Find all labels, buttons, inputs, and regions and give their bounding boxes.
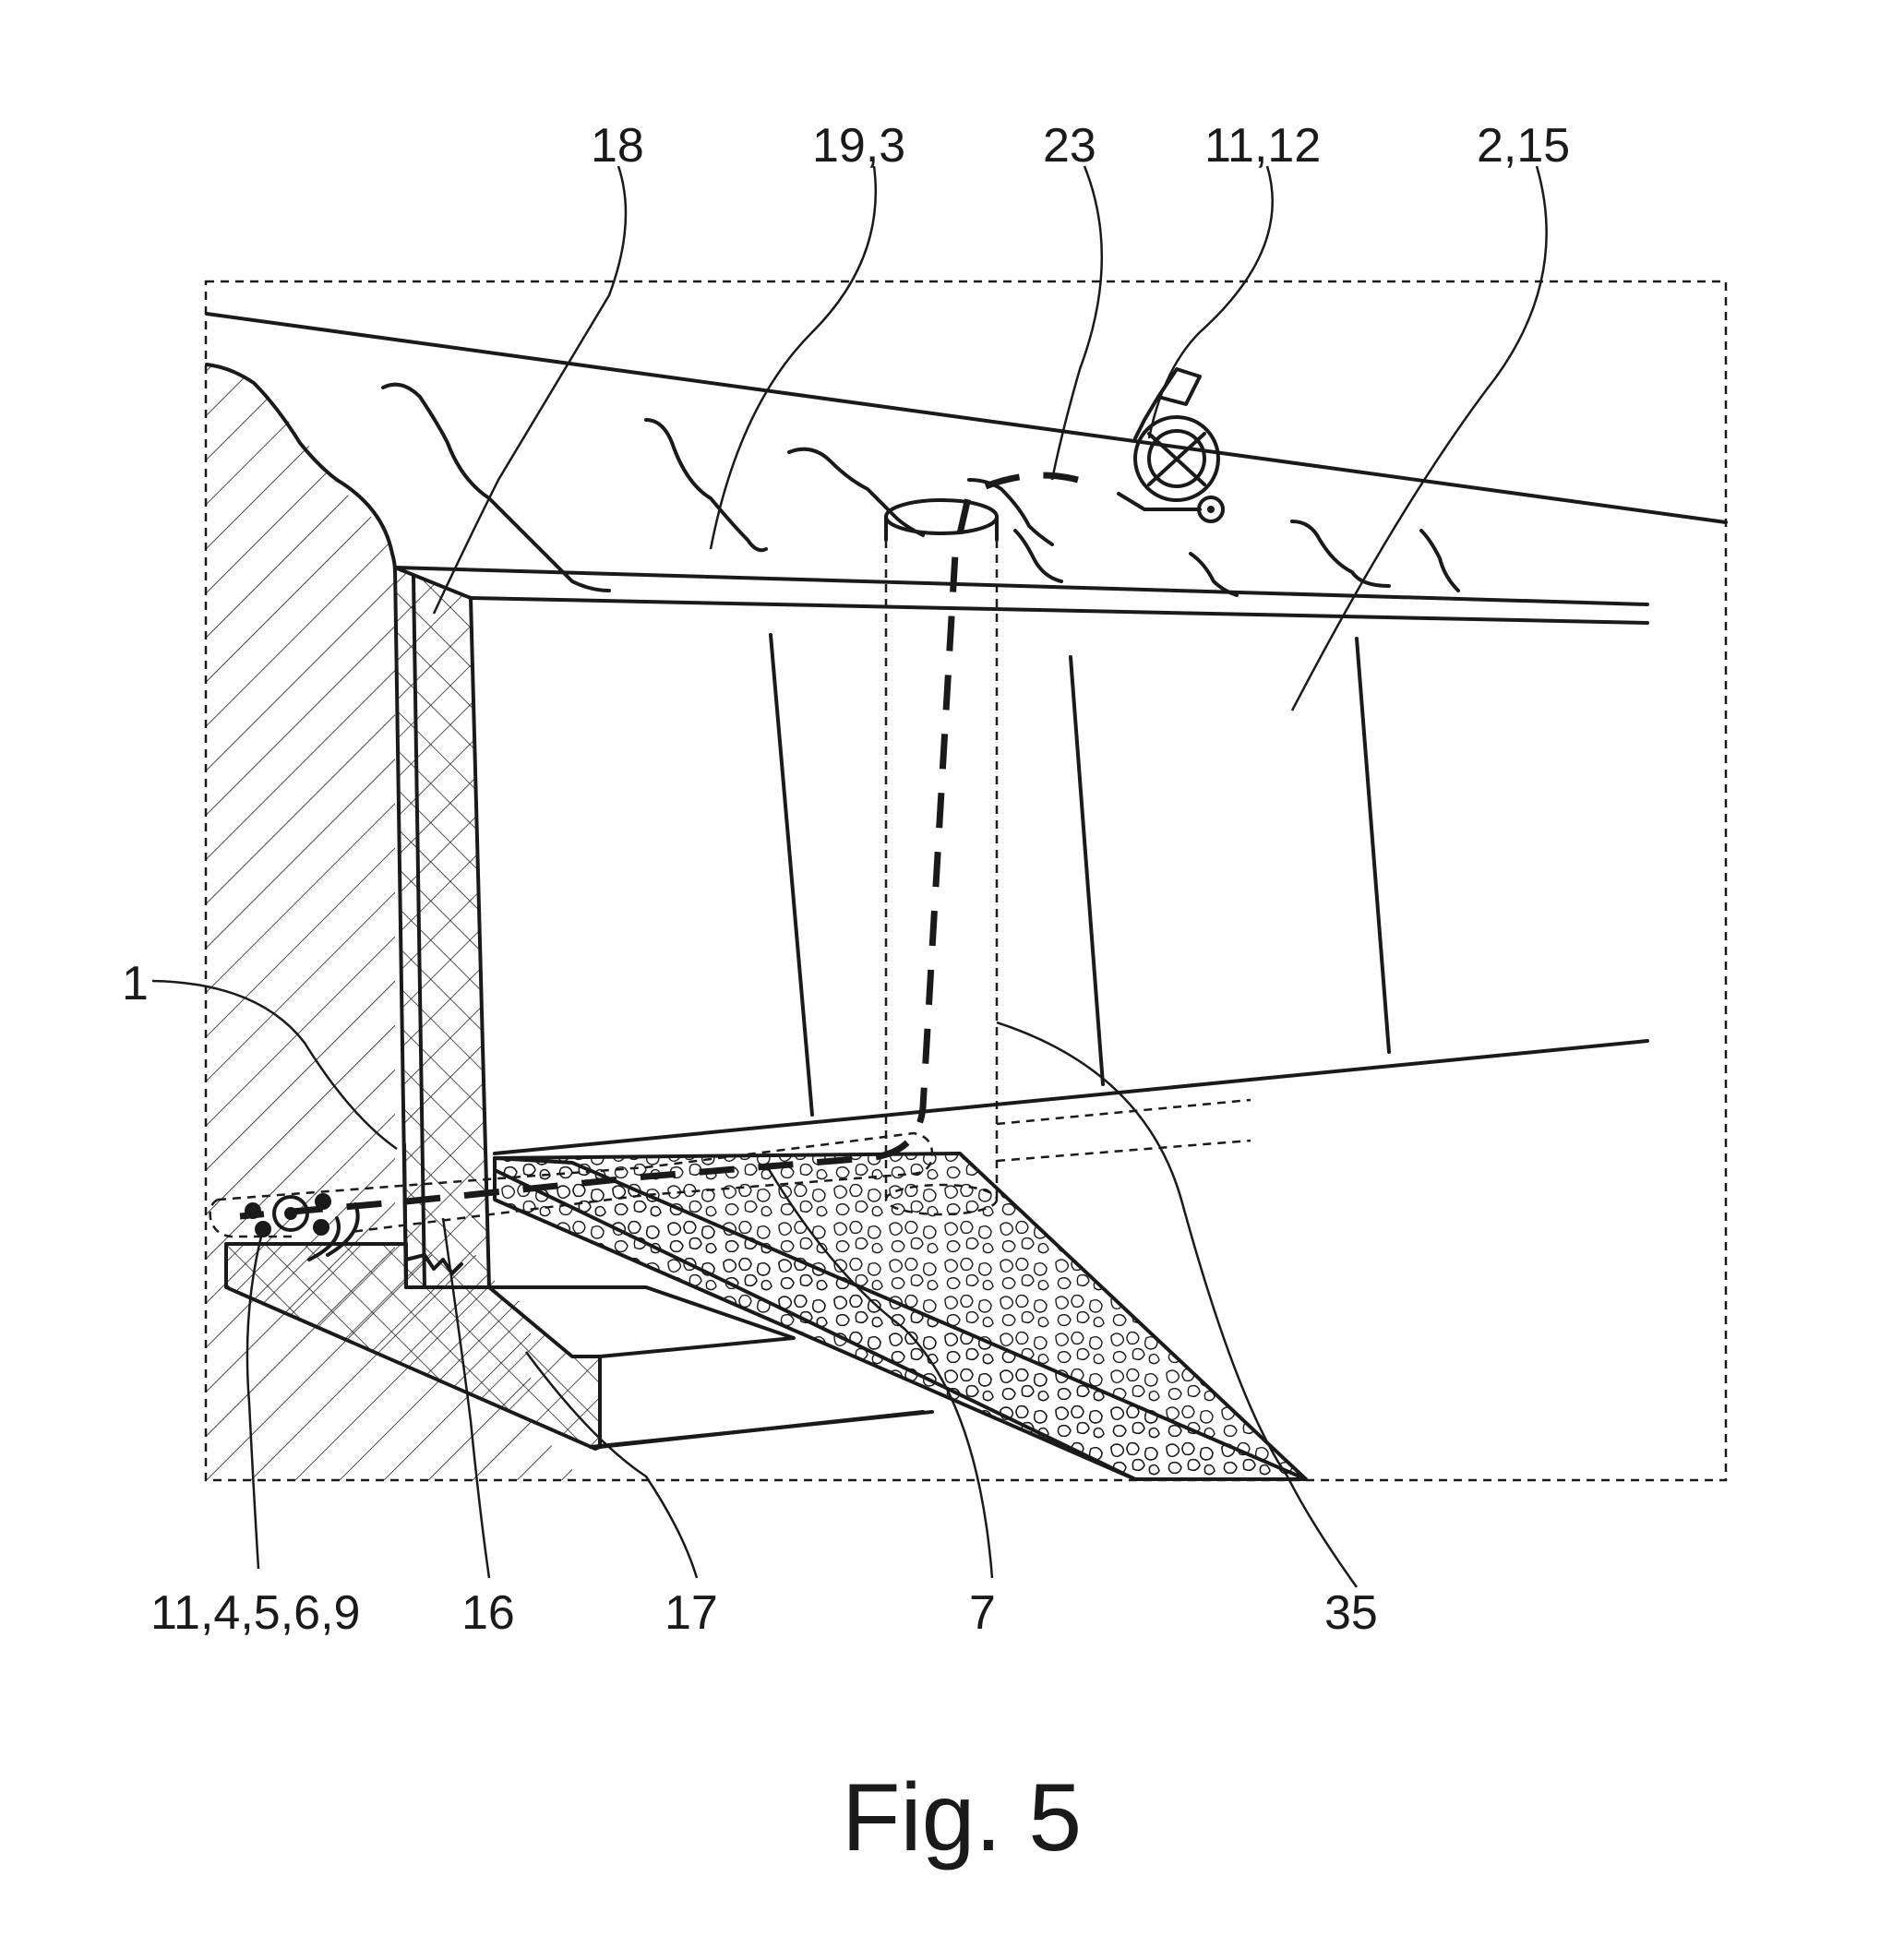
panel-joint-2 <box>1069 655 1105 1086</box>
terrain-marks <box>381 382 1460 597</box>
ref-label-2-15: 2,15 <box>1477 119 1570 173</box>
soil-mass <box>207 365 572 1480</box>
wall-top-edge <box>393 566 1649 606</box>
leader-lines <box>151 165 1548 1588</box>
wall-face-bottom-edge <box>493 1039 1649 1155</box>
pipe-crawler-device <box>245 1193 360 1261</box>
ref-label-16: 16 <box>461 1586 515 1640</box>
panel-joint-3 <box>1355 637 1391 1054</box>
ref-label-11-12: 11,12 <box>1204 119 1321 173</box>
ref-label-1: 1 <box>122 957 149 1010</box>
ref-label-7: 7 <box>969 1586 996 1640</box>
cable-reel-device <box>1117 367 1225 523</box>
ref-label-23: 23 <box>1043 119 1096 173</box>
panel-joint-1 <box>769 633 814 1117</box>
ref-label-19-3: 19,3 <box>812 119 905 173</box>
ref-label-17: 17 <box>665 1586 718 1640</box>
wall-stem-inner-edge <box>412 575 426 1289</box>
ref-label-18: 18 <box>591 119 644 173</box>
joint-post <box>402 1142 408 1289</box>
soil-boundary <box>205 363 397 574</box>
base-slab-front-edge <box>589 1410 934 1449</box>
ground-surface-line <box>205 312 1728 524</box>
joint-detail <box>404 1253 463 1275</box>
detail-frame <box>204 280 1728 1482</box>
ref-label-11-4-5-6-9: 11,4,5,6,9 <box>150 1586 360 1640</box>
sensor-cable <box>239 472 1079 1220</box>
wall-top-edge-inner <box>469 596 1649 625</box>
ref-label-35: 35 <box>1324 1586 1378 1640</box>
figure-caption: Fig. 5 <box>842 1764 1082 1871</box>
